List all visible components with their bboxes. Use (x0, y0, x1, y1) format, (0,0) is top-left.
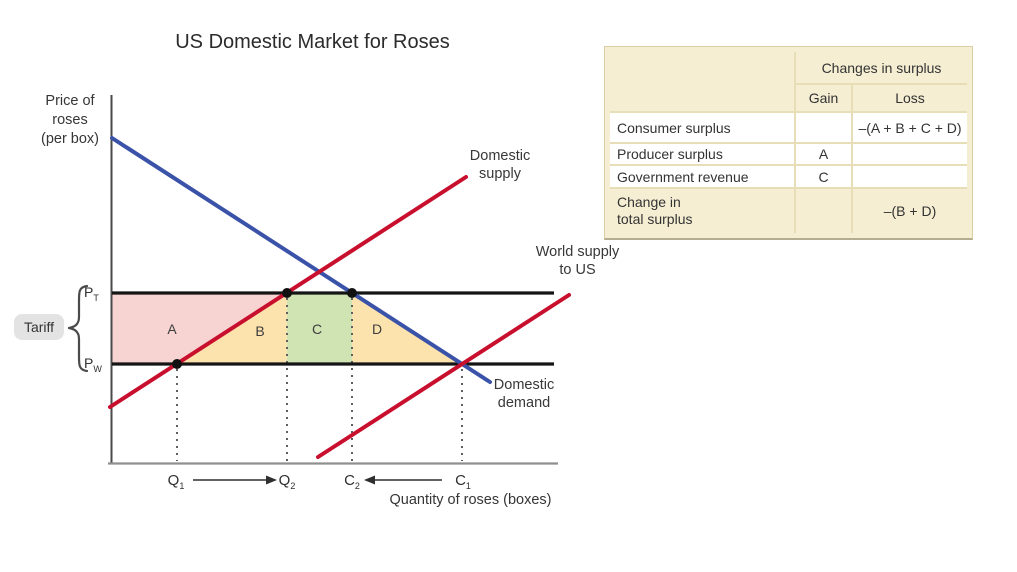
tick-q2: Q2 (278, 472, 296, 491)
row-label-change-in-total-surplus: Change in total surplus (610, 189, 794, 233)
tick-c2: C2 (344, 472, 360, 491)
page-title: US Domestic Market for Roses (175, 31, 450, 53)
chart-canvas (67, 95, 571, 485)
row-label-government-revenue: Government revenue (610, 166, 794, 187)
row-label-consumer-surplus: Consumer surplus (610, 113, 794, 142)
region-c-fill (287, 293, 352, 364)
tariff-brace (67, 284, 89, 373)
world-supply-label: World supply to US (535, 244, 620, 278)
pt-label: PT (84, 284, 99, 303)
row-label-producer-surplus: Producer surplus (610, 144, 794, 164)
tick-q1: Q1 (167, 472, 185, 491)
consumer-surplus-gain-cell (796, 113, 851, 142)
q1-pw-dot (172, 359, 182, 369)
domestic-supply-label: Domestic supply (469, 148, 531, 182)
gain-column-header: Gain (796, 85, 851, 111)
surplus-table-grid: Changes in surplus Gain Loss Consumer su… (610, 52, 967, 233)
changes-in-surplus-table: Changes in surplus Gain Loss Consumer su… (604, 46, 973, 240)
tick-c1: C1 (455, 472, 471, 491)
producer-surplus-loss-cell (853, 144, 967, 164)
changes-in-surplus-header: Changes in surplus (796, 52, 967, 83)
domestic-demand-label: Domestic demand (493, 377, 555, 411)
c1-to-c2-arrow (364, 475, 442, 485)
loss-column-header: Loss (853, 85, 967, 111)
producer-surplus-gain-cell: A (796, 144, 851, 164)
region-b-label: B (255, 323, 265, 339)
government-revenue-loss-cell (853, 166, 967, 187)
region-c-label: C (311, 321, 323, 337)
y-axis-label: Price of roses (per box) (40, 93, 100, 147)
region-d-label: D (371, 321, 383, 337)
q2-pt-dot (282, 288, 292, 298)
q1-to-q2-arrow (193, 475, 277, 485)
consumer-surplus-loss-cell: –(A + B + C + D) (853, 113, 967, 142)
government-revenue-gain-cell: C (796, 166, 851, 187)
region-a-label: A (167, 321, 177, 337)
x-axis-label: Quantity of roses (boxes) (389, 492, 552, 508)
c2-pt-dot (347, 288, 357, 298)
total-surplus-loss-cell: –(B + D) (853, 189, 967, 233)
table-corner-cell (610, 52, 794, 111)
pw-label: PW (84, 355, 102, 374)
world-supply-curve (316, 293, 571, 459)
region-a-fill (112, 293, 287, 364)
domestic-demand-curve (110, 136, 492, 384)
total-surplus-gain-cell (796, 189, 851, 233)
tariff-badge: Tariff (14, 314, 64, 340)
